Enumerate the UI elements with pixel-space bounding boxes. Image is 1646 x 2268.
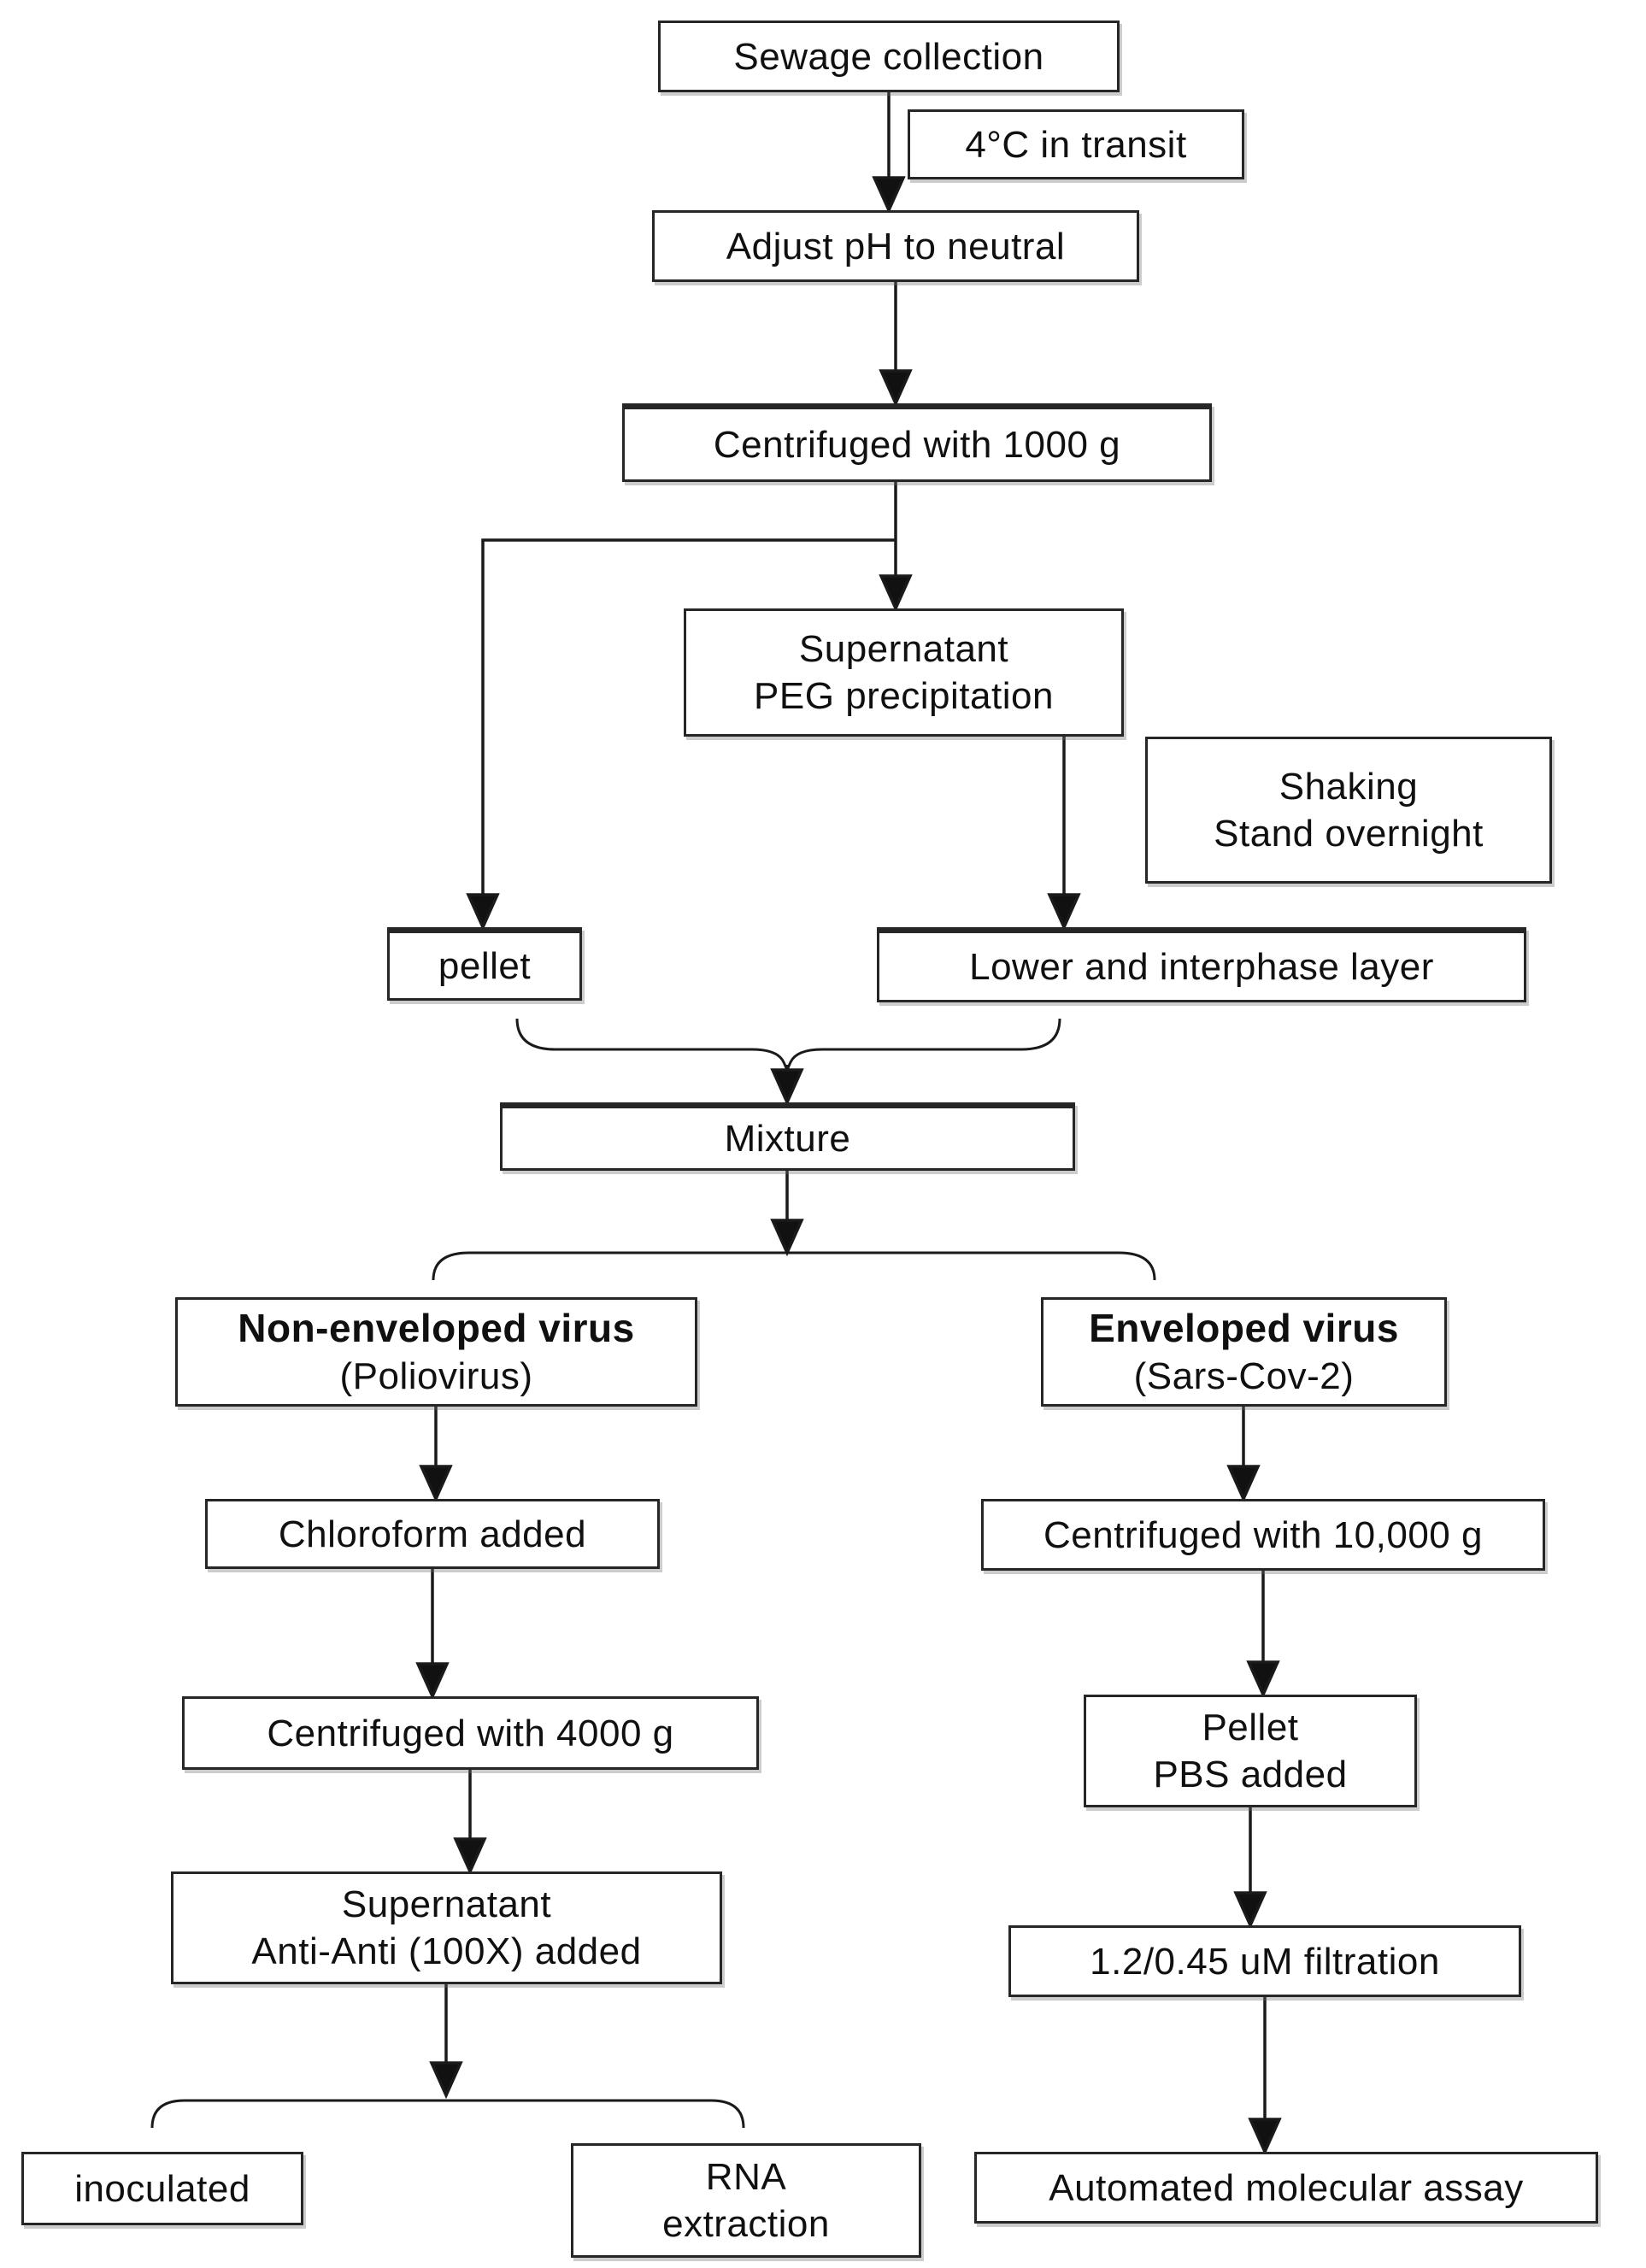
node-inoculated: inoculated: [21, 2152, 303, 2225]
node-pellet-pbs: Pellet PBS added: [1084, 1695, 1417, 1807]
node-automated-assay-label: Automated molecular assay: [1049, 2166, 1524, 2209]
arrow-nonenveloped-to-chloroform: [419, 1407, 453, 1503]
branch-centrifuge1000-to-pellet: [466, 538, 896, 931]
arrow-supernatant-anti-to-split: [429, 1984, 463, 2100]
node-lower-interphase: Lower and interphase layer: [877, 927, 1526, 1002]
arrow-adjustph-to-centrifuge1000: [879, 282, 913, 408]
node-enveloped-virus-title: Enveloped virus: [1089, 1305, 1399, 1350]
arrow-peg-to-lower-interphase: [1047, 737, 1081, 931]
node-automated-assay: Automated molecular assay: [974, 2152, 1598, 2224]
node-chloroform-label: Chloroform added: [278, 1513, 587, 1555]
node-lower-interphase-label: Lower and interphase layer: [969, 945, 1434, 988]
node-mixture-label: Mixture: [724, 1117, 851, 1160]
node-rna-extraction-line1: RNA: [705, 2156, 787, 2198]
node-rna-extraction: RNA extraction: [571, 2143, 921, 2258]
node-inoculated-label: inoculated: [74, 2167, 250, 2210]
node-adjust-ph: Adjust pH to neutral: [652, 210, 1139, 282]
arrow-centrifuge1000-to-supernatant-peg: [879, 482, 913, 613]
node-sewage-collection: Sewage collection: [658, 21, 1120, 92]
arrow-sewage-to-adjustph: [872, 92, 906, 214]
node-non-enveloped-virus-subtitle: (Poliovirus): [339, 1355, 533, 1398]
node-supernatant-anti-line1: Supernatant: [341, 1883, 552, 1925]
node-filtration-label: 1.2/0.45 uM filtration: [1090, 1940, 1440, 1983]
node-shaking-note-line2: Stand overnight: [1214, 813, 1484, 855]
split-bracket-inoculated-rna: [150, 2099, 745, 2129]
node-pellet-pbs-line2: PBS added: [1153, 1754, 1348, 1795]
node-shaking-note-line1: Shaking: [1279, 766, 1419, 808]
node-non-enveloped-virus-title: Non-enveloped virus: [238, 1305, 635, 1350]
node-supernatant-anti: Supernatant Anti-Anti (100X) added: [171, 1871, 722, 1984]
node-centrifuge-1000-label: Centrifuged with 1000 g: [713, 423, 1121, 466]
node-non-enveloped-virus: Non-enveloped virus (Poliovirus): [175, 1297, 697, 1407]
node-transit-note: 4°C in transit: [908, 109, 1244, 179]
arrow-centrifuge10000-to-pellet-pbs: [1246, 1571, 1280, 1699]
merge-brace-to-mixture: [515, 1018, 1061, 1107]
arrow-chloroform-to-centrifuge4000: [415, 1569, 450, 1701]
node-pellet-pbs-line1: Pellet: [1202, 1707, 1299, 1748]
node-mixture: Mixture: [500, 1102, 1075, 1171]
node-sewage-collection-label: Sewage collection: [733, 35, 1044, 78]
arrow-centrifuge4000-to-supernatant-anti: [453, 1770, 487, 1876]
node-supernatant-peg-line1: Supernatant: [798, 628, 1009, 670]
node-chloroform: Chloroform added: [205, 1499, 660, 1569]
node-rna-extraction-line2: extraction: [662, 2203, 830, 2245]
node-centrifuge-10000: Centrifuged with 10,000 g: [981, 1499, 1545, 1571]
node-centrifuge-10000-label: Centrifuged with 10,000 g: [1043, 1513, 1483, 1556]
node-filtration: 1.2/0.45 uM filtration: [1008, 1925, 1521, 1997]
node-centrifuge-4000-label: Centrifuged with 4000 g: [267, 1712, 674, 1754]
node-centrifuge-4000: Centrifuged with 4000 g: [182, 1696, 759, 1770]
arrow-pellet-pbs-to-filtration: [1233, 1807, 1267, 1930]
arrow-mixture-to-split: [770, 1171, 804, 1257]
node-centrifuge-1000: Centrifuged with 1000 g: [622, 403, 1212, 482]
arrow-filtration-to-assay: [1248, 1997, 1282, 2156]
split-bracket-virus-branches: [432, 1251, 1156, 1281]
node-pellet-label: pellet: [438, 944, 532, 987]
node-shaking-note: Shaking Stand overnight: [1145, 737, 1552, 884]
node-transit-note-label: 4°C in transit: [965, 123, 1187, 166]
node-supernatant-peg-line2: PEG precipitation: [754, 675, 1054, 717]
node-supernatant-peg: Supernatant PEG precipitation: [684, 608, 1124, 737]
node-enveloped-virus-subtitle: (Sars-Cov-2): [1133, 1355, 1355, 1398]
node-adjust-ph-label: Adjust pH to neutral: [726, 225, 1066, 267]
node-pellet: pellet: [387, 927, 582, 1001]
node-supernatant-anti-line2: Anti-Anti (100X) added: [251, 1930, 642, 1972]
arrow-enveloped-to-centrifuge10000: [1226, 1407, 1261, 1503]
node-enveloped-virus: Enveloped virus (Sars-Cov-2): [1041, 1297, 1447, 1407]
